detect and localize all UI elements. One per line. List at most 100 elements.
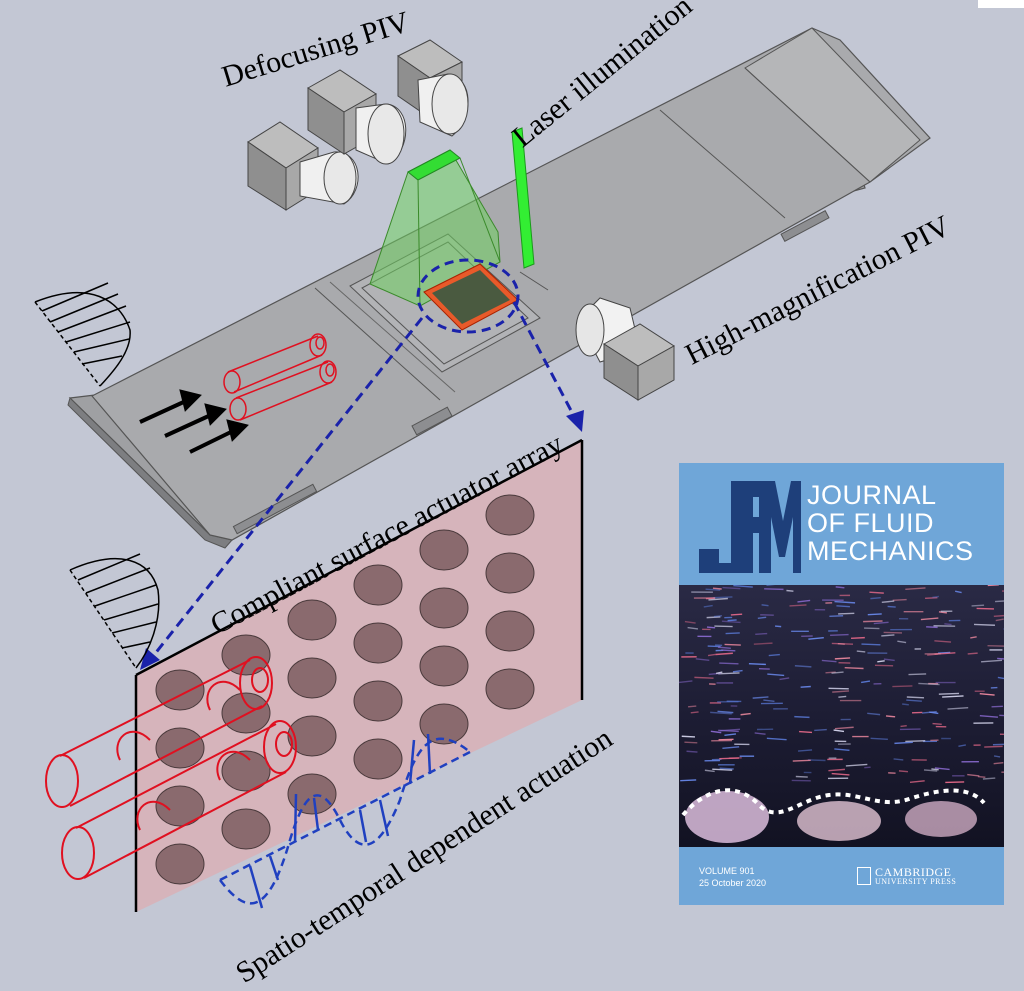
velocity-profile-upper xyxy=(35,283,130,386)
streak xyxy=(796,777,808,778)
streak xyxy=(993,744,1004,745)
jfm-logo-icon xyxy=(697,477,801,577)
streak xyxy=(968,653,978,654)
streak xyxy=(893,600,907,601)
actuator-dot xyxy=(222,809,270,849)
streak xyxy=(687,751,698,752)
streak xyxy=(762,605,769,606)
streak xyxy=(908,674,926,675)
corner-mark xyxy=(978,0,1024,8)
streak xyxy=(845,668,864,669)
camera-2 xyxy=(308,70,406,164)
streak xyxy=(983,778,995,779)
cambridge-shield-icon xyxy=(857,867,871,885)
streak xyxy=(864,767,870,768)
streak xyxy=(684,742,697,743)
streak xyxy=(838,613,854,614)
streak xyxy=(708,646,721,647)
streak xyxy=(857,651,865,652)
streak xyxy=(829,616,843,617)
streak xyxy=(939,693,959,694)
actuator-dot xyxy=(420,530,468,570)
streak xyxy=(907,697,924,698)
streak xyxy=(861,644,880,645)
streak xyxy=(713,588,722,589)
volume-date: 25 October 2020 xyxy=(699,877,766,889)
streak xyxy=(793,760,811,761)
streak xyxy=(868,614,882,615)
camera-highmag xyxy=(576,298,674,400)
publisher: CAMBRIDGE UNIVERSITY PRESS xyxy=(875,867,956,887)
actuator-dot xyxy=(354,623,402,663)
actuator-dot xyxy=(288,600,336,640)
streak xyxy=(682,736,695,737)
title-line-3: MECHANICS xyxy=(807,537,974,565)
streak xyxy=(902,704,909,705)
actuator-dot xyxy=(420,588,468,628)
streak xyxy=(707,627,715,628)
streak xyxy=(871,738,888,739)
actuator-dot xyxy=(354,739,402,779)
streak xyxy=(835,658,850,659)
streak xyxy=(688,706,696,707)
streak xyxy=(786,591,793,592)
streak xyxy=(888,606,896,607)
streak xyxy=(789,605,806,606)
actuator-dot xyxy=(486,611,534,651)
streak xyxy=(933,724,942,725)
actuator-dot xyxy=(288,658,336,698)
streak xyxy=(713,597,732,598)
streak xyxy=(838,696,846,697)
actuator-dot xyxy=(486,669,534,709)
streak xyxy=(974,624,995,625)
camera-3 xyxy=(398,40,468,136)
streak xyxy=(680,780,696,781)
streak xyxy=(829,688,849,689)
streak xyxy=(836,606,849,607)
streak xyxy=(707,617,721,618)
streak xyxy=(726,633,740,634)
streak xyxy=(977,608,994,609)
streak xyxy=(830,635,849,636)
streak xyxy=(1000,734,1004,735)
title-line-1: JOURNAL xyxy=(807,481,974,509)
streak xyxy=(999,715,1004,716)
journal-title: JOURNAL OF FLUID MECHANICS xyxy=(807,481,974,565)
streak xyxy=(881,635,894,636)
streak xyxy=(794,717,809,718)
streak xyxy=(691,712,699,713)
streak xyxy=(931,769,938,770)
actuator-dot xyxy=(486,553,534,593)
streak xyxy=(758,617,766,618)
streak xyxy=(731,614,742,615)
journal-cover: JOURNAL OF FLUID MECHANICS VOLUME 901 25… xyxy=(679,463,1004,905)
streak xyxy=(901,726,907,727)
streak xyxy=(994,763,1004,764)
streak xyxy=(926,627,938,628)
streak xyxy=(869,592,883,593)
actuator-dot xyxy=(420,646,468,686)
streak xyxy=(764,589,783,590)
actuator-dot xyxy=(486,495,534,535)
streak xyxy=(836,587,845,588)
volume-number: VOLUME 901 xyxy=(699,865,766,877)
streak xyxy=(719,758,739,759)
zoom-arrowhead-right xyxy=(566,410,584,432)
actuator-dot xyxy=(156,786,204,826)
cover-image xyxy=(679,585,1004,847)
publisher-line-2: UNIVERSITY PRESS xyxy=(875,877,956,887)
streak xyxy=(972,605,984,606)
cover-volume: VOLUME 901 25 October 2020 xyxy=(699,865,766,889)
streak xyxy=(863,621,882,622)
streak xyxy=(905,741,925,742)
publisher-line-1: CAMBRIDGE xyxy=(875,867,956,877)
streak xyxy=(944,624,951,625)
actuator-dot xyxy=(222,693,270,733)
streak xyxy=(894,759,904,760)
streak xyxy=(814,730,827,731)
streak xyxy=(755,634,767,635)
streak xyxy=(720,768,734,769)
streak xyxy=(851,638,865,639)
streak xyxy=(994,756,1000,757)
